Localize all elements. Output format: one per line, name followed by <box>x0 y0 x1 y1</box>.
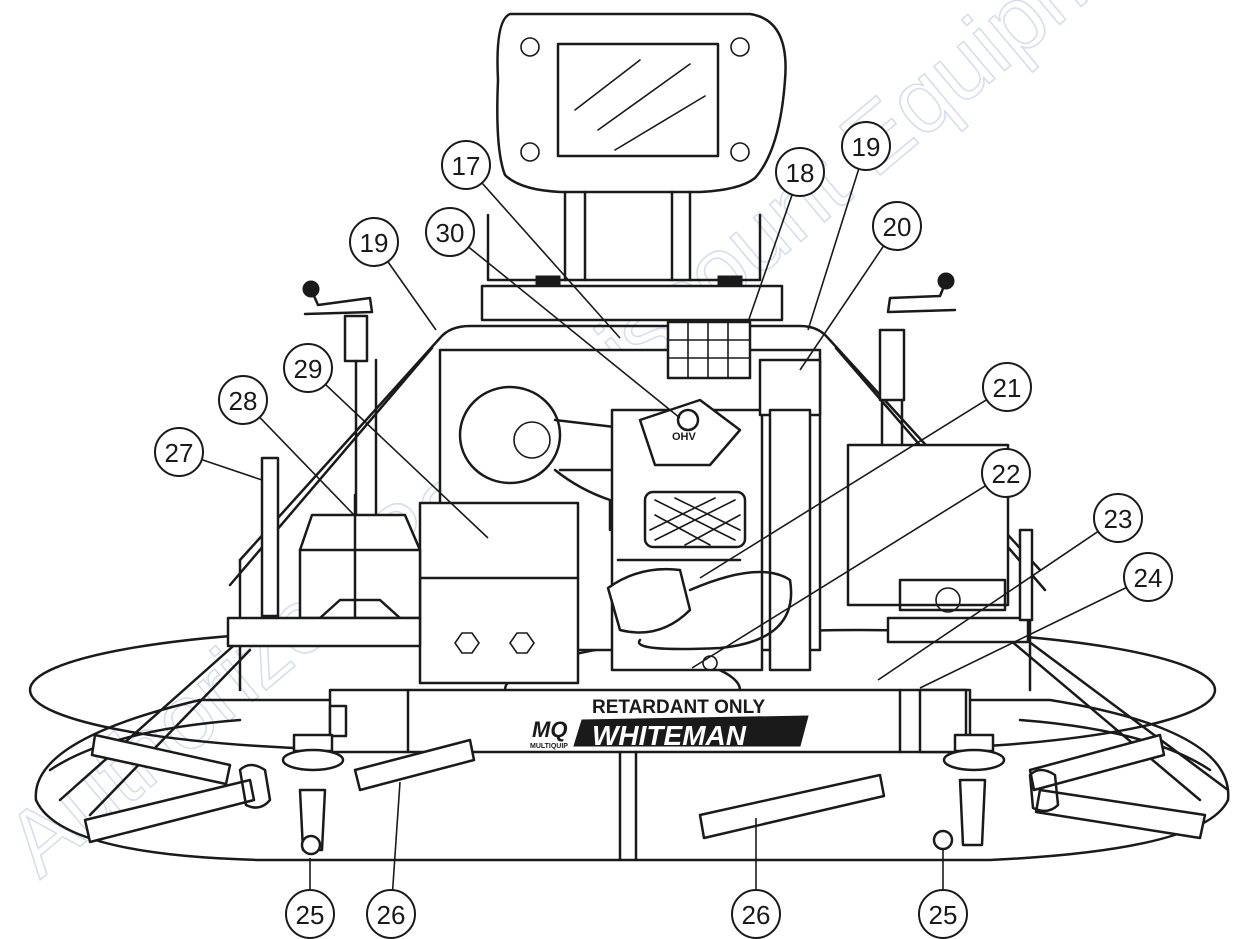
callout-number: 21 <box>993 373 1022 403</box>
callout-leader-line <box>481 182 621 339</box>
decal-retardant-only: RETARDANT ONLY <box>592 697 765 718</box>
callout-leader-line <box>691 484 987 669</box>
callout-leader-line <box>919 586 1127 689</box>
callout-circle <box>775 147 825 197</box>
callout-number: 20 <box>883 212 912 242</box>
logo-sub: MULTIQUIP <box>530 743 568 750</box>
callout-c19a: 19 <box>807 121 891 331</box>
operator-seat <box>480 12 787 322</box>
callout-c28: 28 <box>218 375 356 517</box>
callout-circle <box>285 889 335 939</box>
callout-circle <box>918 889 968 939</box>
callout-circle <box>349 217 399 267</box>
callout-circle <box>366 889 416 939</box>
callout-leader-line <box>387 261 437 331</box>
callout-leader-line <box>324 383 489 539</box>
callout-number: 18 <box>786 158 815 188</box>
callout-leader-line <box>259 416 356 517</box>
callout-leader-line <box>877 530 1099 681</box>
callout-leader-line <box>699 398 988 579</box>
callout-number: 26 <box>742 900 771 930</box>
callout-number: 28 <box>229 386 258 416</box>
callout-circle <box>982 362 1032 412</box>
callout-circle <box>981 448 1031 498</box>
rotor-assemblies <box>83 733 1207 862</box>
callout-c27: 27 <box>154 427 263 481</box>
callout-number: 23 <box>1104 504 1133 534</box>
callout-c25a: 25 <box>285 858 335 939</box>
callout-circle <box>425 207 475 257</box>
callout-circle <box>218 375 268 425</box>
callout-number: 24 <box>1134 563 1163 593</box>
front-decal-bar: RETARDANT ONLY WHITEMAN MQ MULTIQUIP <box>328 688 972 754</box>
callout-c26b: 26 <box>731 818 781 939</box>
callout-number: 27 <box>165 438 194 468</box>
callout-c18: 18 <box>747 147 825 323</box>
steering-levers <box>302 272 957 602</box>
callout-c25b: 25 <box>918 850 968 939</box>
fuel-tank-area <box>226 456 580 685</box>
callout-number: 30 <box>436 218 465 248</box>
callout-circle <box>441 140 491 190</box>
callout-c24: 24 <box>919 552 1173 689</box>
callout-c29: 29 <box>283 343 489 539</box>
callout-c19b: 19 <box>349 217 437 331</box>
logo-mark: MQ <box>532 717 567 742</box>
callout-number: 25 <box>929 900 958 930</box>
callout-leader-line <box>807 168 860 331</box>
callout-c30: 30 <box>425 207 681 419</box>
callout-circle <box>1123 552 1173 602</box>
callout-circle <box>1093 493 1143 543</box>
callout-number: 26 <box>377 900 406 930</box>
callout-number: 19 <box>360 228 389 258</box>
engine-badge: OHV <box>672 431 697 443</box>
callout-circle <box>154 427 204 477</box>
callout-c21: 21 <box>699 362 1032 579</box>
callout-number: 22 <box>992 459 1021 489</box>
decal-brand: WHITEMAN <box>592 720 747 751</box>
callout-leader-line <box>391 781 401 891</box>
callout-number: 25 <box>296 900 325 930</box>
callout-c23: 23 <box>877 493 1143 681</box>
callout-circle <box>872 201 922 251</box>
callout-c26a: 26 <box>366 781 416 939</box>
callout-leader-line <box>799 245 885 371</box>
callout-circle <box>731 889 781 939</box>
callout-leader-line <box>201 458 263 481</box>
callout-number: 29 <box>294 354 323 384</box>
callout-leader-line <box>747 194 793 323</box>
frame-rails <box>58 324 1230 817</box>
callout-circle <box>283 343 333 393</box>
callout-number: 19 <box>852 132 881 162</box>
callout-c17: 17 <box>441 140 621 339</box>
callout-number: 17 <box>452 151 481 181</box>
callout-leader-line <box>468 246 681 419</box>
callout-c22: 22 <box>691 448 1031 669</box>
callout-circle <box>841 121 891 171</box>
callout-c20: 20 <box>799 201 922 371</box>
